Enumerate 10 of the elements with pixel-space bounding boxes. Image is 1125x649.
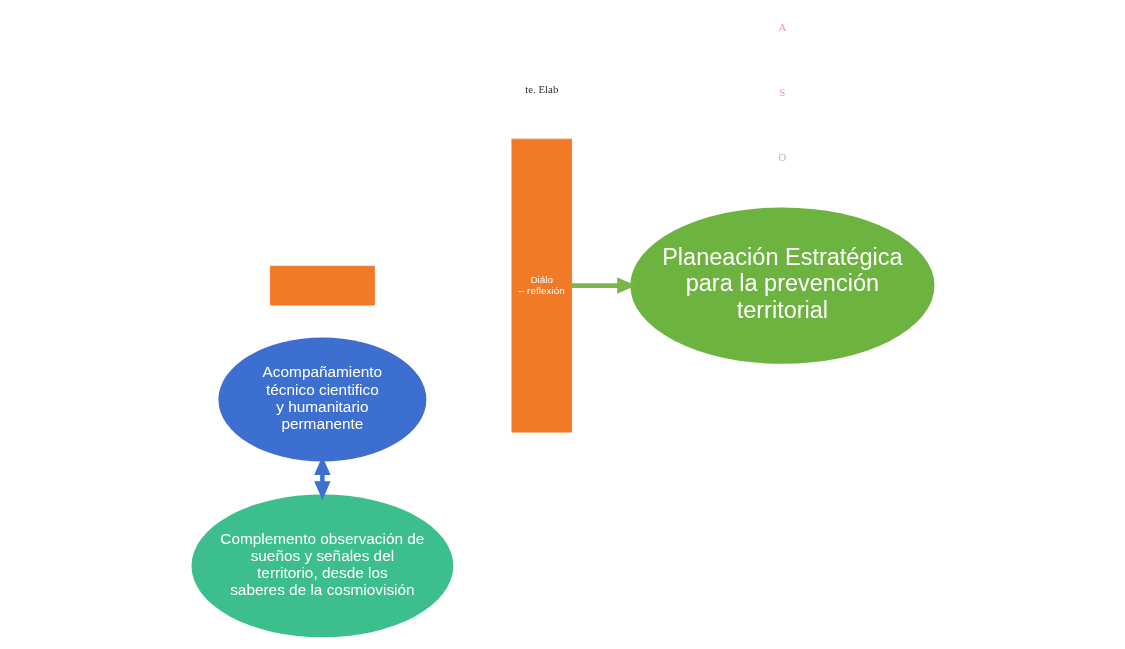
label: A xyxy=(777,20,786,33)
label: te. Elab xyxy=(524,83,558,96)
node-box: Diálo – reflexión xyxy=(511,138,572,433)
node-box xyxy=(269,265,375,306)
arrow xyxy=(571,277,636,294)
label: S xyxy=(778,85,785,98)
node-ellipse: Acompañamiento técnico cientifico y humanitario permanente xyxy=(217,337,426,462)
label: O xyxy=(777,150,786,163)
node-ellipse: Complemento observación de sueños y señales del territorio, desde los saberes de la cosmiovisión xyxy=(191,494,453,638)
node-ellipse: Planeación Estratégica para la prevención territorial xyxy=(629,207,934,364)
